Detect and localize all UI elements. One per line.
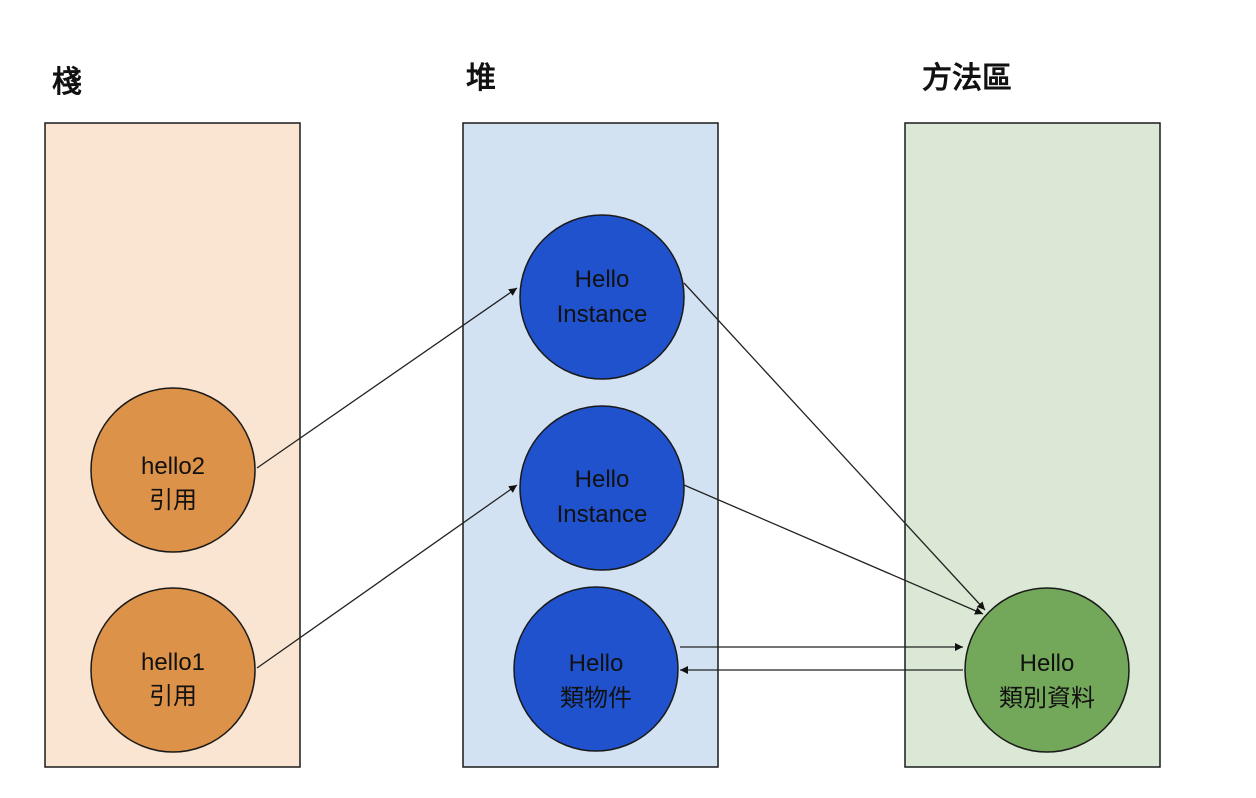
stack-title: 棧 <box>52 65 82 100</box>
hello-class-object-line1: Hello <box>569 650 624 677</box>
hello-instance-mid-node: Hello Instance <box>519 405 685 571</box>
arrow-instance-mid-to-class-data <box>683 484 984 615</box>
hello-class-data-node: Hello 類別資料 <box>964 587 1130 753</box>
heap-title: 堆 <box>466 61 496 96</box>
method-area-title: 方法區 <box>922 61 1012 96</box>
hello-instance-top-line2: Instance <box>557 301 648 328</box>
arrow-instance-top-to-class-data <box>683 282 986 611</box>
hello2-reference-line2: 引用 <box>149 487 197 514</box>
hello2-reference-node: hello2 引用 <box>90 387 256 553</box>
hello1-reference-node: hello1 引用 <box>90 587 256 753</box>
hello1-reference-line2: 引用 <box>149 683 197 710</box>
hello-instance-mid-line1: Hello <box>575 466 630 493</box>
hello-class-object-node: Hello 類物件 <box>513 586 679 752</box>
hello-instance-top-node: Hello Instance <box>519 214 685 380</box>
hello-class-object-line2: 類物件 <box>560 685 632 712</box>
hello1-reference-line1: hello1 <box>141 649 205 676</box>
hello-instance-mid-line2: Instance <box>557 501 648 528</box>
arrow-hello1-to-instance-mid <box>256 484 518 669</box>
hello-class-data-line1: Hello <box>1020 650 1075 677</box>
hello-instance-top-line1: Hello <box>575 266 630 293</box>
hello2-reference-line1: hello2 <box>141 453 205 480</box>
arrow-hello2-to-instance-top <box>256 287 518 469</box>
hello-class-data-line2: 類別資料 <box>999 685 1095 712</box>
